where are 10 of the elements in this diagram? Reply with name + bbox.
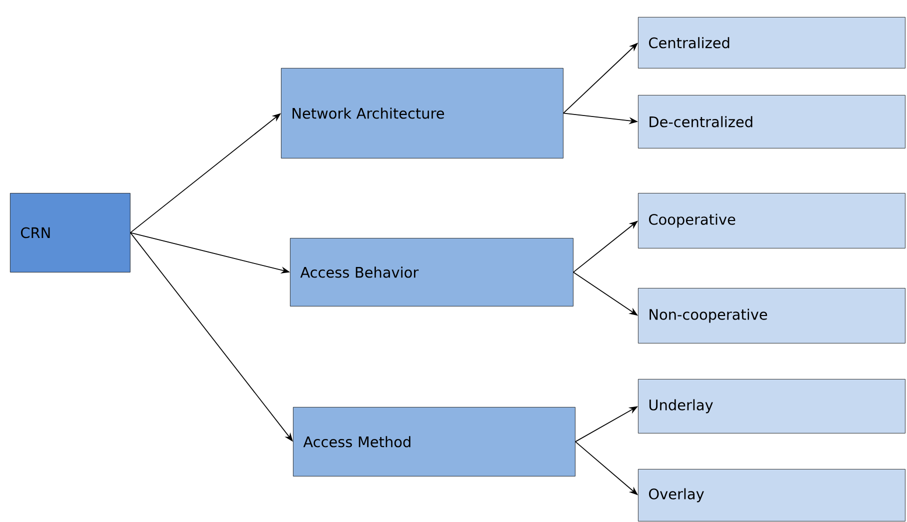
process-box: Cooperative [638,193,906,248]
process-box: De-centralized [638,95,906,148]
process-box: Underlay [638,379,906,434]
process-box: Network Architecture [281,68,564,158]
process-box: Non-cooperative [638,288,906,344]
process-box: Access Method [293,407,576,476]
process-box: CRN [10,193,130,272]
process-box: Centralized [638,17,906,68]
process-box: Access Behavior [290,238,574,306]
process-box: Overlay [638,469,906,522]
